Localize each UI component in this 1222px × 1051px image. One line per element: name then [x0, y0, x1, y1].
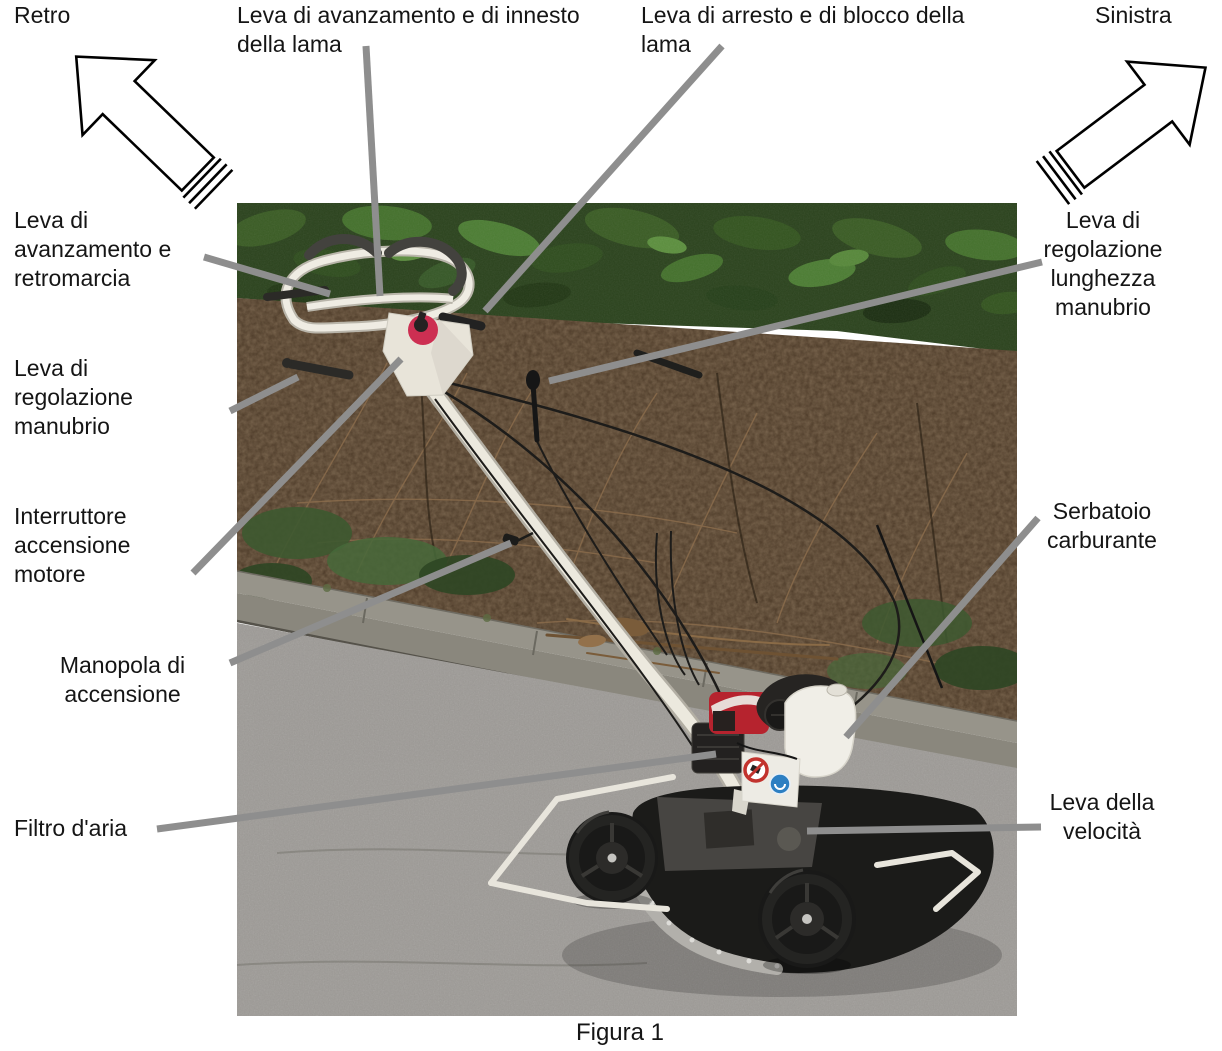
handlebar-length-lever [530, 381, 540, 443]
label-serbatoio: Serbatoio carburante [1047, 498, 1157, 553]
blade-stop-lever [438, 312, 486, 331]
label-sinistra: Sinistra [1095, 2, 1172, 28]
label-retro: Retro [14, 2, 71, 28]
label-regolazione-manubrio: Leva di regolazione manubrio [14, 355, 133, 439]
label-manopola: Manopola di accensione [59, 652, 186, 707]
engine-switch [414, 318, 428, 332]
retro-arrow-icon [74, 55, 234, 210]
console [382, 311, 474, 397]
rear-left-wheel [758, 868, 856, 974]
label-lunghezza-manubrio: Leva di regolazione lunghezza manubrio [1043, 207, 1163, 320]
engine [691, 674, 857, 808]
label-innesto: Leva di avanzamento e di innesto della l… [237, 2, 580, 57]
figure-caption: Figura 1 [575, 1019, 665, 1046]
label-filtro: Filtro d'aria [14, 815, 128, 841]
mower-photo [237, 203, 1017, 1016]
twigs [545, 617, 839, 674]
label-interruttore: Interruttore accensione motore [14, 503, 131, 587]
label-velocita: Leva della velocità [1049, 789, 1155, 844]
warning-sticker [743, 757, 769, 783]
info-sticker [769, 773, 791, 795]
sinistra-arrow-icon [1035, 60, 1208, 205]
label-arresto: Leva di arresto e di blocco della lama [641, 2, 965, 57]
label-avanzamento-retromarcia: Leva di avanzamento e retromarcia [14, 207, 172, 291]
